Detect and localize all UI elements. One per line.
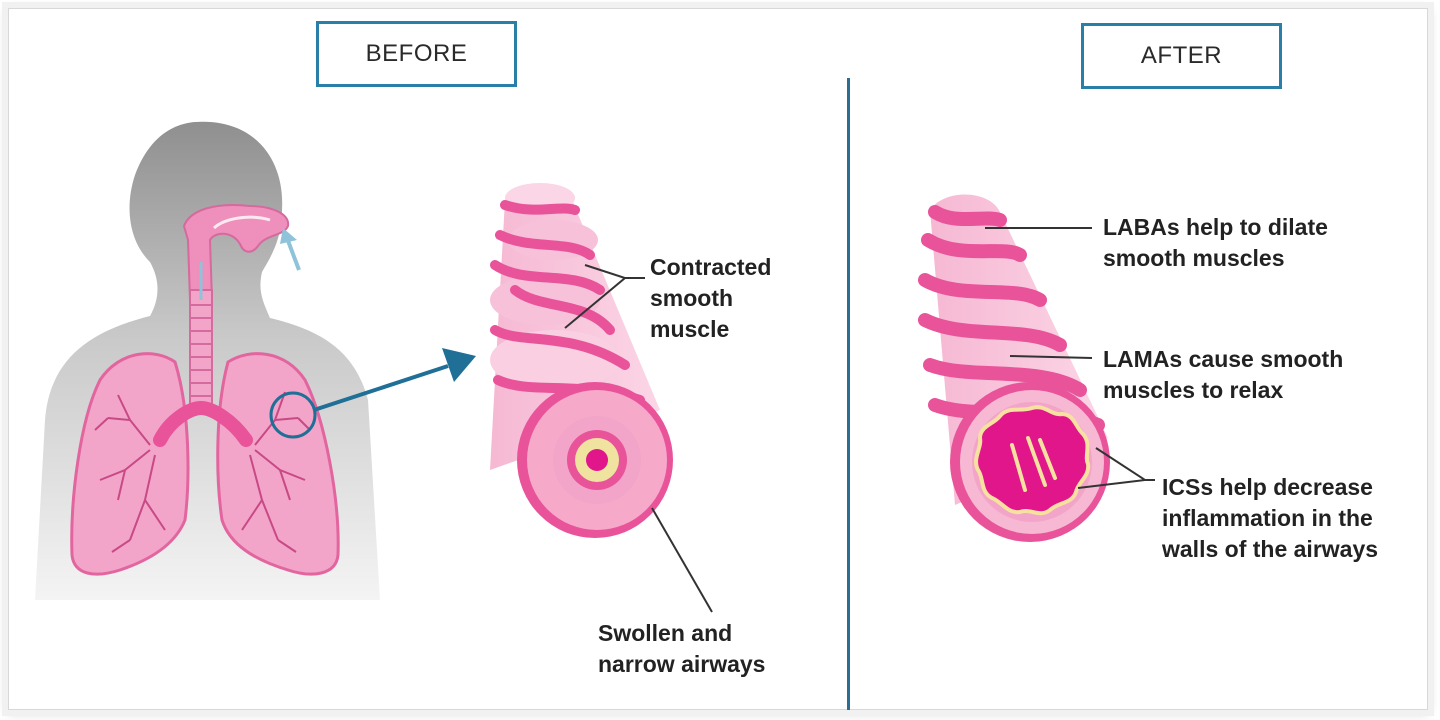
lamas-label: LAMAs cause smooth muscles to relax [1103,346,1344,403]
trachea [189,289,213,409]
icss-label: ICSs help decrease inflammation in the w… [1162,474,1379,562]
panel-divider [847,78,850,710]
swollen-airways-label: Swollen and narrow airways [598,620,766,677]
labas-label: LABAs help to dilate smooth muscles [1103,214,1328,271]
after-airway [918,194,1110,542]
lungs [70,352,340,576]
airflow-arrows [199,228,301,300]
nasal-airway [182,204,290,301]
contracted-muscle-label: Contracted smooth muscle [650,254,772,342]
after-leader-lines [985,227,1155,489]
zoom-indicator [269,348,476,439]
before-label: BEFORE [316,21,517,87]
before-leader-lines [564,264,713,613]
before-airway [490,183,673,538]
after-label: AFTER [1081,23,1282,89]
